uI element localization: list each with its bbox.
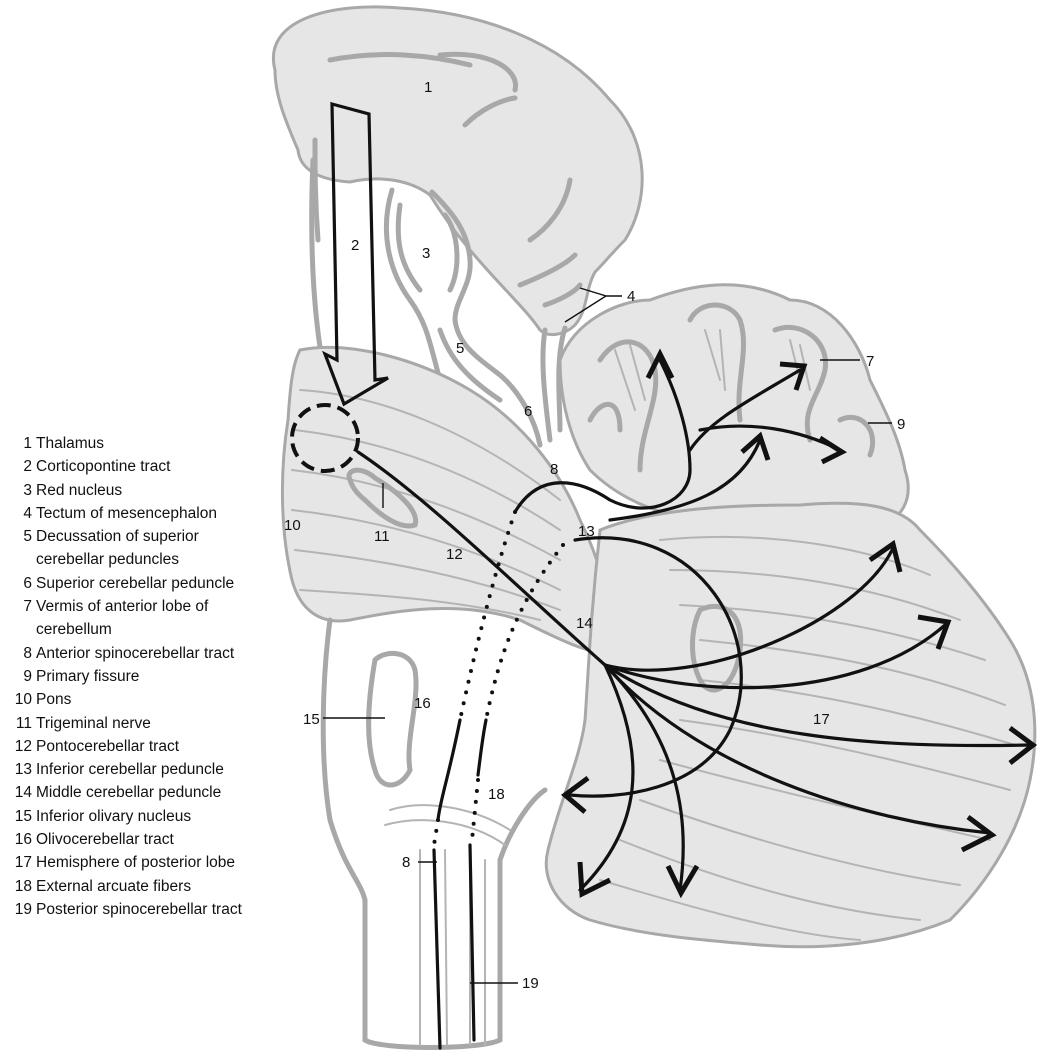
legend-text: Decussation of superior cerebellar pedun… bbox=[36, 528, 199, 569]
legend-text: Superior cerebellar peduncle bbox=[36, 574, 235, 592]
legend-number: 16 bbox=[14, 831, 32, 849]
label-14: 14 bbox=[576, 615, 593, 632]
legend-text: External arcuate fibers bbox=[36, 877, 192, 895]
legend-number: 4 bbox=[23, 504, 32, 522]
label-9: 9 bbox=[897, 416, 905, 433]
legend-number: 1 bbox=[23, 435, 32, 452]
label-4: 4 bbox=[627, 288, 635, 305]
legend-number: 8 bbox=[23, 644, 32, 662]
label-3: 3 bbox=[422, 245, 430, 262]
legend-text: Thalamus bbox=[36, 435, 105, 452]
legend-number: 2 bbox=[23, 458, 32, 476]
legend-number: 10 bbox=[14, 691, 32, 709]
legend-number: 18 bbox=[14, 877, 32, 895]
legend-text: Primary fissure bbox=[36, 667, 140, 685]
label-8-lower: 8 bbox=[402, 854, 410, 871]
legend-text: Anterior spinocerebellar tract bbox=[36, 644, 235, 662]
thalamus-outline bbox=[271, 5, 644, 337]
label-18: 18 bbox=[488, 786, 505, 803]
cerebellum-anterior-lobe bbox=[558, 283, 910, 527]
legend-number: 14 bbox=[14, 784, 32, 802]
legend-number: 9 bbox=[23, 667, 32, 685]
legend-number: 11 bbox=[15, 714, 32, 732]
cerebellum-posterior-lobe bbox=[544, 501, 1037, 949]
label-8: 8 bbox=[550, 461, 558, 478]
legend-text: Trigeminal nerve bbox=[36, 714, 151, 732]
label-6: 6 bbox=[524, 403, 532, 420]
legend-text: Inferior olivary nucleus bbox=[36, 807, 192, 825]
legend-number: 15 bbox=[14, 807, 32, 825]
corticopontine-arrow bbox=[322, 101, 389, 407]
legend-text: Middle cerebellar peduncle bbox=[36, 784, 222, 802]
legend-number: 19 bbox=[14, 900, 32, 918]
legend-number: 12 bbox=[14, 737, 32, 755]
label-2: 2 bbox=[351, 237, 359, 254]
label-5: 5 bbox=[456, 340, 464, 357]
label-13: 13 bbox=[578, 523, 595, 540]
legend-text: Pontocerebellar tract bbox=[36, 737, 180, 755]
arrow-heads bbox=[560, 539, 1038, 899]
pontine-nuclei-circle bbox=[290, 403, 360, 473]
label-12: 12 bbox=[446, 546, 463, 563]
legend-number: 3 bbox=[23, 481, 32, 499]
legend-text: Hemisphere of posterior lobe bbox=[36, 854, 236, 872]
label-16: 16 bbox=[414, 695, 431, 712]
legend-text: Pons bbox=[36, 691, 72, 709]
label-19: 19 bbox=[522, 975, 539, 992]
legend-text: Inferior cerebellar peduncle bbox=[36, 761, 224, 779]
anterior-spinocerebellar-tract bbox=[432, 348, 848, 1050]
legend-number: 7 bbox=[23, 598, 32, 616]
legend-text: Vermis of anterior lobe of cerebellum bbox=[36, 598, 209, 639]
pons-outline bbox=[280, 345, 617, 655]
label-15: 15 bbox=[303, 711, 320, 728]
leader-lines bbox=[323, 287, 892, 984]
label-11: 11 bbox=[374, 528, 390, 545]
label-1: 1 bbox=[424, 79, 432, 96]
medulla-spinal-cord bbox=[320, 617, 548, 1050]
legend-number: 6 bbox=[23, 574, 32, 592]
label-7: 7 bbox=[866, 353, 874, 370]
legend-text: Corticopontine tract bbox=[36, 458, 171, 476]
legend-text: Tectum of mesencephalon bbox=[36, 504, 217, 522]
posterior-spinocerebellar-tract bbox=[468, 543, 565, 1042]
legend-text: Posterior spinocerebellar tract bbox=[36, 900, 242, 918]
label-10: 10 bbox=[284, 517, 301, 534]
legend-number: 13 bbox=[14, 761, 32, 779]
legend-number: 17 bbox=[14, 854, 32, 872]
legend-number: 5 bbox=[23, 528, 32, 546]
middle-peduncle-fan bbox=[568, 536, 1032, 892]
legend-text: Olivocerebellar tract bbox=[36, 831, 174, 849]
label-17: 17 bbox=[813, 711, 830, 728]
legend-text: Red nucleus bbox=[36, 481, 123, 499]
pontocerebellar-tract bbox=[356, 450, 607, 667]
